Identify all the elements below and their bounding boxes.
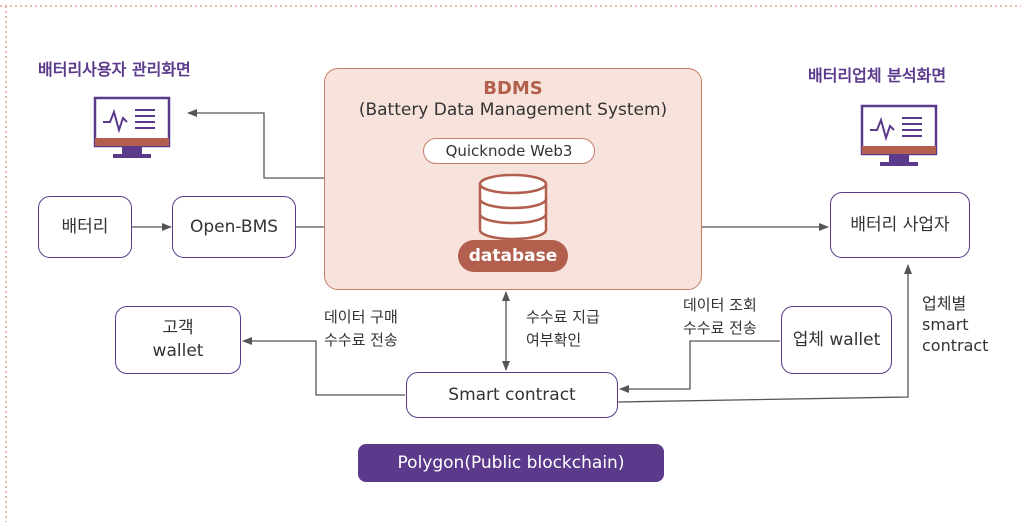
smart-contract-node: Smart contract [406,372,618,418]
per-company-contract-label: 업체별 smart contract [922,294,989,355]
battery-company-node: 배터리 사업자 [830,192,970,258]
quicknode-badge: Quicknode Web3 [423,138,595,164]
company-wallet-node: 업체 wallet [781,306,892,374]
data-query-label: 데이터 조회 수수료 전송 [683,296,757,337]
arrow-contract-to-company [617,264,912,403]
battery-node: 배터리 [38,196,132,258]
user-screen-heading: 배터리사용자 관리화면 [38,60,191,79]
customer-wallet-node: 고객 wallet [115,306,241,374]
monitor-icon [860,104,938,166]
fee-payment-label: 수수료 지급 여부확인 [526,308,600,349]
monitor-icon [93,96,171,158]
company-screen-heading: 배터리업체 분석화면 [808,66,947,85]
customer-wallet-line2: wallet [152,341,204,361]
arrow-contract-to-customer-wallet [242,337,405,396]
arrow-company-wallet-to-contract [619,340,780,393]
database-icon [478,173,548,241]
arrow-bdms-to-user-screen [187,109,324,179]
open-bms-node: Open-BMS [172,196,296,258]
dotted-frame [0,5,1021,522]
polygon-badge: Polygon(Public blockchain) [358,444,664,482]
bdms-title: BDMS [483,78,543,99]
bdms-subtitle: (Battery Data Management System) [358,100,668,120]
database-badge: database [458,240,568,272]
customer-wallet-line1: 고객 [162,318,194,339]
data-purchase-label: 데이터 구매 수수료 전송 [324,308,398,349]
